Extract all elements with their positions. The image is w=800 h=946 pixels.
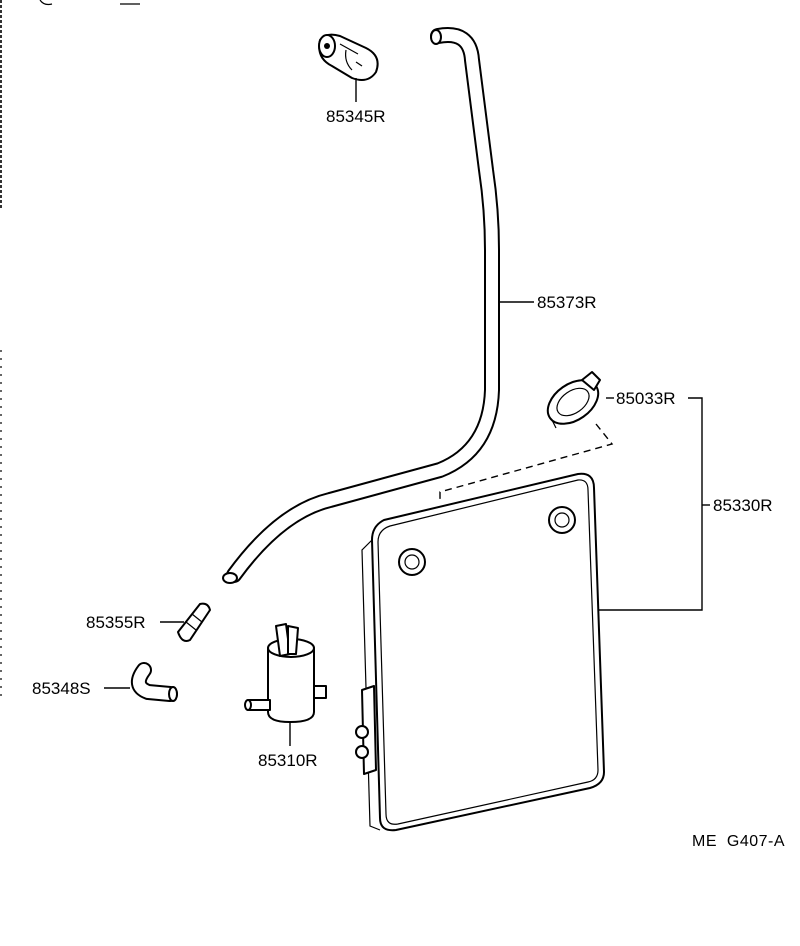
label-85373R: 85373R (537, 293, 597, 312)
hose-joint[interactable] (160, 602, 211, 642)
tank-cap[interactable] (439, 371, 614, 500)
label-85345R: 85345R (326, 107, 386, 126)
page-border-fragment (0, 0, 140, 700)
diagram-code: ME G407-A (692, 833, 785, 850)
washer-hose-long[interactable] (222, 27, 534, 584)
label-85310R: 85310R (258, 751, 318, 770)
washer-nozzle[interactable] (318, 33, 379, 102)
hose-elbow[interactable] (104, 662, 178, 702)
washer-pump[interactable] (244, 623, 327, 746)
label-85348S: 85348S (32, 679, 91, 698)
label-85330R: 85330R (713, 496, 773, 515)
washer-tank[interactable] (355, 472, 605, 832)
label-85033R: 85033R (616, 389, 676, 408)
label-85355R: 85355R (86, 613, 146, 632)
assembly-bracket (594, 397, 710, 611)
